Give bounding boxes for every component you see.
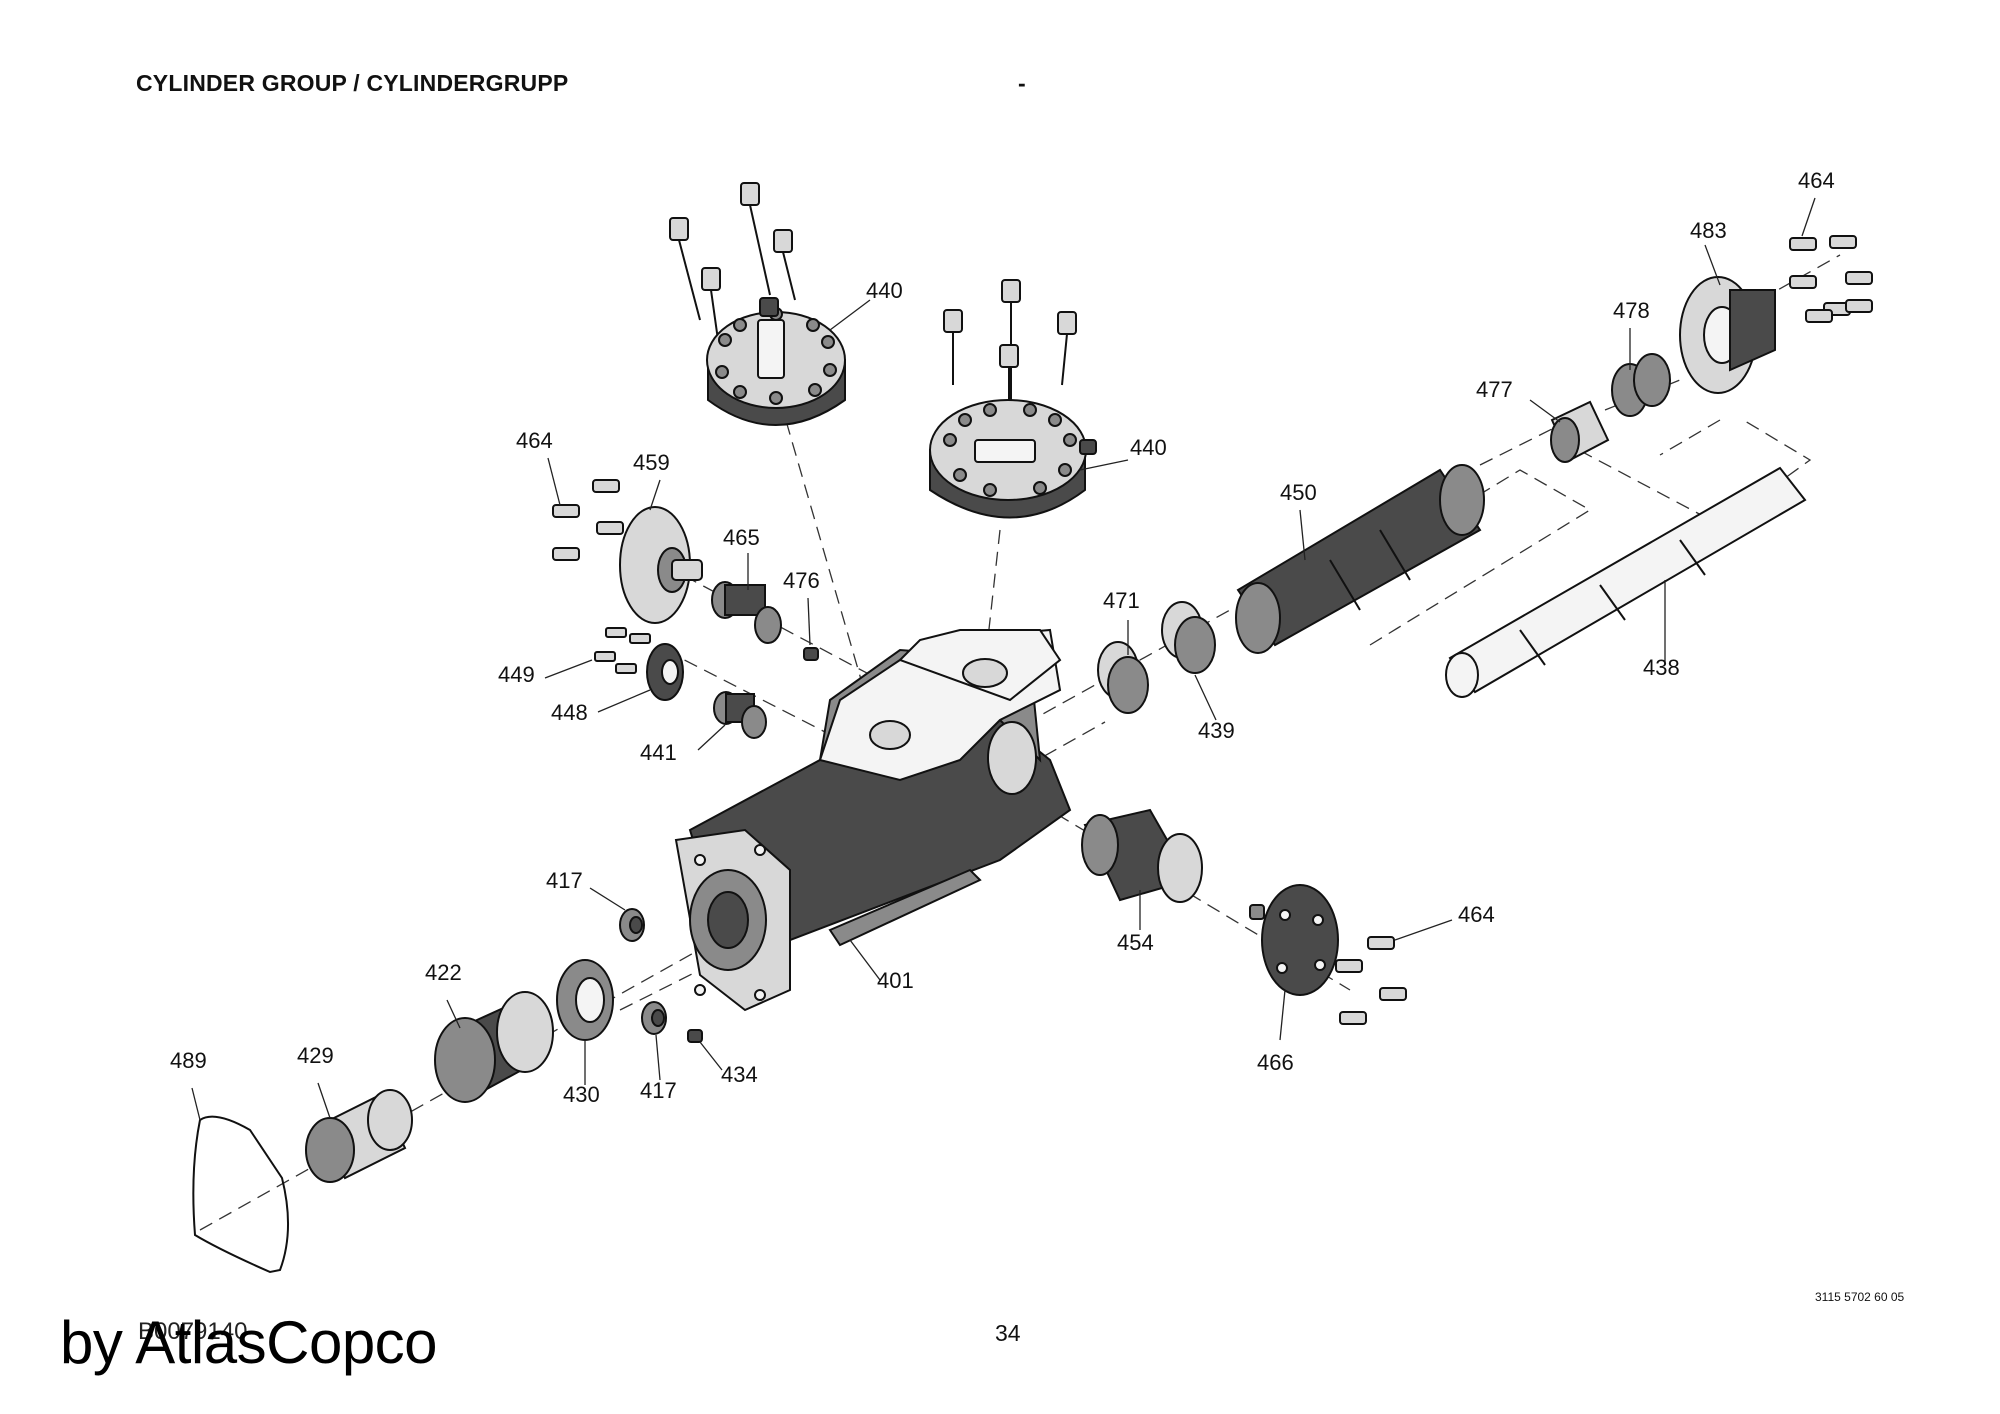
callout-448: 448	[551, 700, 588, 725]
cylinder-head-440-right	[929, 399, 1097, 519]
bolts-464-left	[552, 479, 624, 561]
screws-449	[594, 627, 651, 674]
callout-422: 422	[425, 960, 462, 985]
callout-459: 459	[633, 450, 670, 475]
bushing-477	[1550, 400, 1610, 463]
callout-441: 441	[640, 740, 677, 765]
cylinder-head-440-left	[706, 297, 846, 426]
bolts-cylinder-head-right	[943, 279, 1077, 420]
atlas-copco-watermark: by AtlasCopco	[60, 1309, 438, 1376]
callout-478: 478	[1613, 298, 1650, 323]
flange-459	[619, 506, 703, 624]
page-number: 34	[995, 1320, 1021, 1346]
flange-466	[1249, 884, 1339, 996]
page-title: CYLINDER GROUP / CYLINDERGRUPP	[136, 70, 569, 96]
callout-464-left: 464	[516, 428, 553, 453]
plug-417-upper	[619, 908, 645, 942]
callout-476: 476	[783, 568, 820, 593]
callout-labels: 464 483 478 477 440 440 464 459 465 476 …	[170, 168, 1835, 1107]
document-number: 3115 5702 60 05	[1815, 1290, 1905, 1304]
piston-438	[1445, 466, 1807, 698]
plug-476	[803, 647, 819, 661]
bolts-cylinder-head-left	[669, 182, 796, 341]
plug-417-lower	[641, 1001, 667, 1035]
callout-450: 450	[1280, 480, 1317, 505]
gasket-489	[192, 1115, 289, 1274]
callout-464-top: 464	[1798, 168, 1835, 193]
callout-401: 401	[877, 968, 914, 993]
bolts-464-top-right	[1789, 235, 1873, 323]
valve-454	[1081, 808, 1203, 903]
callout-489: 489	[170, 1048, 207, 1073]
callout-466: 466	[1257, 1050, 1294, 1075]
plug-434	[687, 1029, 703, 1043]
callout-465: 465	[723, 525, 760, 550]
callout-464-right: 464	[1458, 902, 1495, 927]
bushing-429	[305, 1089, 413, 1183]
flange-448	[646, 643, 684, 701]
callout-449: 449	[498, 662, 535, 687]
callout-439: 439	[1198, 718, 1235, 743]
cylinder-housing-401	[674, 628, 1072, 1012]
bolts-464-right	[1335, 936, 1407, 1025]
callout-471: 471	[1103, 588, 1140, 613]
callout-440-left: 440	[866, 278, 903, 303]
valve-465	[711, 581, 782, 644]
callout-477: 477	[1476, 377, 1513, 402]
bushing-422	[434, 991, 554, 1103]
flange-483	[1679, 276, 1776, 394]
callout-429: 429	[297, 1043, 334, 1068]
ring-439	[1161, 601, 1216, 674]
title-dash: -	[1018, 70, 1026, 96]
callout-454: 454	[1117, 930, 1154, 955]
leader-lines	[191, 197, 1816, 1121]
figure-code: B0079140	[138, 1318, 248, 1345]
callout-440-right: 440	[1130, 435, 1167, 460]
ring-471	[1097, 641, 1149, 714]
callout-430: 430	[563, 1082, 600, 1107]
ring-478	[1611, 353, 1671, 417]
bushing-441	[713, 691, 767, 739]
callout-434: 434	[721, 1062, 758, 1087]
callout-417-upper: 417	[546, 868, 583, 893]
callout-483: 483	[1690, 218, 1727, 243]
cylinder-liner-450	[1235, 464, 1485, 654]
callout-417-lower: 417	[640, 1078, 677, 1103]
seal-430	[556, 959, 614, 1041]
callout-438: 438	[1643, 655, 1680, 680]
